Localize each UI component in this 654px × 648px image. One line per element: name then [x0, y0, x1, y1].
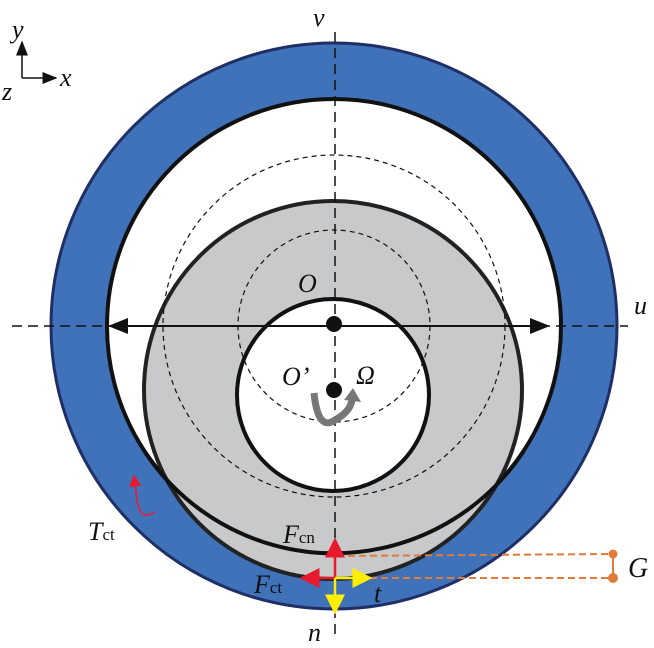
- label-Tct: Tct: [88, 517, 115, 546]
- label-O-prime: O’: [282, 362, 309, 391]
- center-O-prime: [326, 382, 342, 398]
- label-t: t: [374, 579, 382, 608]
- center-O: [326, 316, 342, 332]
- label-Fct: Fct: [253, 570, 282, 599]
- label-x: x: [59, 63, 72, 92]
- gap-dot-top: [608, 549, 618, 559]
- label-G: G: [628, 553, 648, 584]
- rotation-arrowhead-icon: [344, 388, 361, 402]
- label-Fcn: Fcn: [282, 520, 315, 549]
- gap-dot-bottom: [608, 573, 618, 583]
- torque-arrow-icon: [129, 474, 156, 516]
- label-z: z: [1, 77, 12, 106]
- label-y: y: [9, 15, 24, 44]
- gap-line-top: [336, 553, 613, 557]
- label-O: O: [298, 269, 317, 298]
- coordinate-system-icon: [16, 40, 58, 84]
- label-u: u: [634, 291, 647, 320]
- label-n: n: [308, 618, 321, 647]
- label-v: v: [313, 3, 325, 32]
- rotation-arrow-icon: [310, 392, 356, 427]
- label-Omega: Ω: [356, 361, 375, 390]
